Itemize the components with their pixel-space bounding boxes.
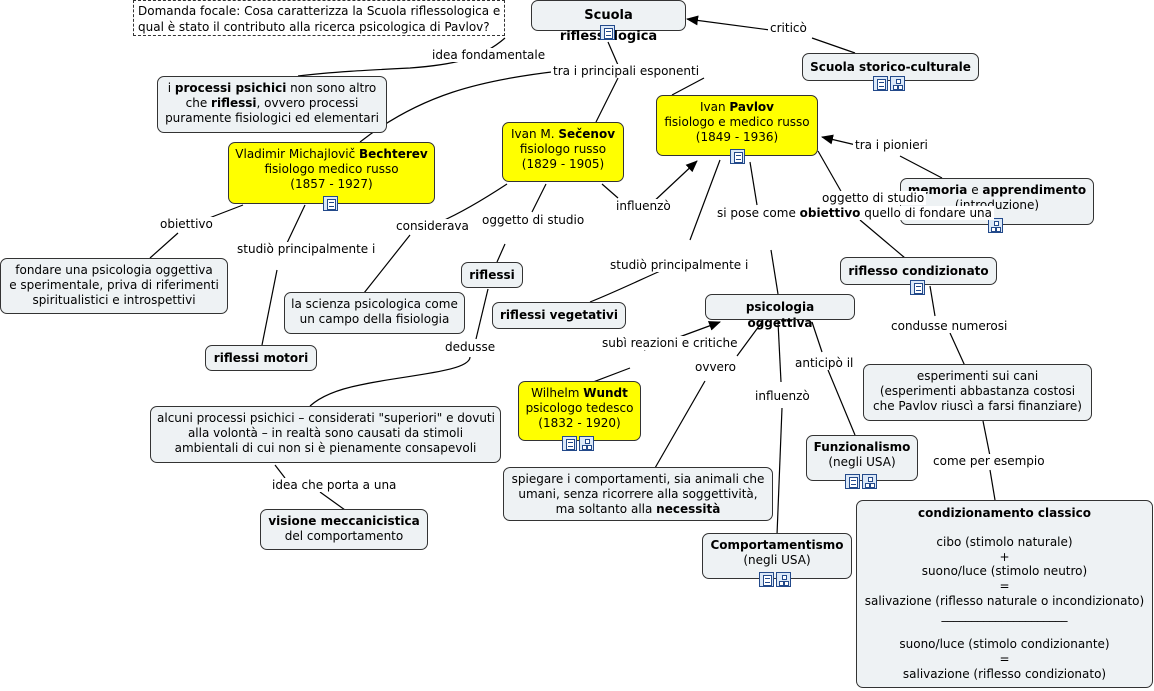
note-icon[interactable] (600, 25, 615, 40)
concept-bechterev[interactable]: Vladimir Michajlovič Bechterev fisiologo… (228, 142, 435, 204)
concept-scienza-psicologica[interactable]: la scienza psicologica come un campo del… (284, 292, 465, 334)
concept-psicologia-oggettiva[interactable]: psicologia oggettiva (705, 294, 855, 330)
link-label-tra-pionieri: tra i pionieri (853, 138, 930, 152)
concept-funzionalismo[interactable]: Funzionalismo (negli USA) (806, 435, 918, 481)
link-label-considerava: considerava (394, 219, 471, 233)
concept-secenov[interactable]: Ivan M. Sečenov fisiologo russo (1829 - … (502, 122, 624, 182)
link-label-idea-fondamentale: idea fondamentale (430, 48, 548, 62)
link-label-come-esempio: come per esempio (931, 454, 1047, 468)
concept-condizionamento-classico[interactable]: condizionamento classico cibo (stimolo n… (856, 500, 1153, 688)
concept-spiegare[interactable]: spiegare i comportamenti, sia animali ch… (503, 467, 773, 521)
note-icon[interactable] (845, 474, 860, 489)
link-label-obiettivo: obiettivo (158, 217, 215, 231)
link-label-tra-principali: tra i principali esponenti (551, 64, 702, 78)
concept-map-icon[interactable] (776, 572, 791, 587)
note-icon[interactable] (910, 280, 925, 295)
concept-map-icon[interactable] (988, 218, 1003, 233)
concept-wundt[interactable]: Wilhelm Wundt psicologo tedesco (1832 - … (518, 381, 641, 441)
concept-riflessi-vegetativi[interactable]: riflessi vegetativi (492, 302, 626, 329)
link-label-oggetto-studio-2: oggetto di studio (820, 191, 927, 205)
concept-map-icon[interactable] (890, 76, 905, 91)
concept-comportamentismo[interactable]: Comportamentismo (negli USA) (702, 533, 852, 579)
link-label-oggetto-studio-1: oggetto di studio (480, 213, 587, 227)
concept-riflessi[interactable]: riflessi (461, 262, 523, 288)
note-icon[interactable] (730, 149, 745, 164)
concept-esperimenti[interactable]: esperimenti sui cani (esperimenti abbast… (863, 364, 1092, 421)
link-label-dedusse: dedusse (443, 340, 498, 354)
link-label-subi: subì reazioni e critiche (600, 336, 740, 350)
link-label-anticipo: anticipò il (793, 356, 856, 370)
link-label-si-pose: si pose come obiettivo quello di fondare… (715, 206, 995, 220)
link-label-influenzo-1: influenzò (614, 199, 673, 213)
focus-question: Domanda focale: Cosa caratterizza la Scu… (133, 0, 505, 36)
note-icon[interactable] (759, 572, 774, 587)
concept-processi-superiori[interactable]: alcuni processi psichici – considerati "… (150, 406, 501, 463)
concept-pavlov[interactable]: Ivan Pavlov fisiologo e medico russo (18… (656, 95, 818, 156)
concept-map-icon[interactable] (579, 436, 594, 451)
link-label-studio-princ-1: studiò principalmente i (235, 242, 378, 256)
link-label-studio-princ-2: studiò principalmente i (608, 258, 751, 272)
concept-map-icon[interactable] (862, 474, 877, 489)
concept-visione-meccanicistica[interactable]: visione meccanicistica del comportamento (260, 509, 428, 550)
link-label-critico: criticò (768, 21, 809, 35)
note-icon[interactable] (562, 436, 577, 451)
link-label-influenzo-2: influenzò (753, 389, 812, 403)
link-label-idea-porta: idea che porta a una (270, 478, 399, 492)
concept-processi-psichici[interactable]: i processi psichici non sono altro che r… (157, 76, 387, 133)
link-label-condusse: condusse numerosi (889, 319, 1010, 333)
concept-psicologia-oggettiva-obiettivo[interactable]: fondare una psicologia oggettiva e speri… (0, 258, 228, 314)
note-icon[interactable] (873, 76, 888, 91)
link-label-ovvero: ovvero (693, 360, 738, 374)
note-icon[interactable] (323, 196, 338, 211)
concept-riflessi-motori[interactable]: riflessi motori (205, 345, 317, 371)
